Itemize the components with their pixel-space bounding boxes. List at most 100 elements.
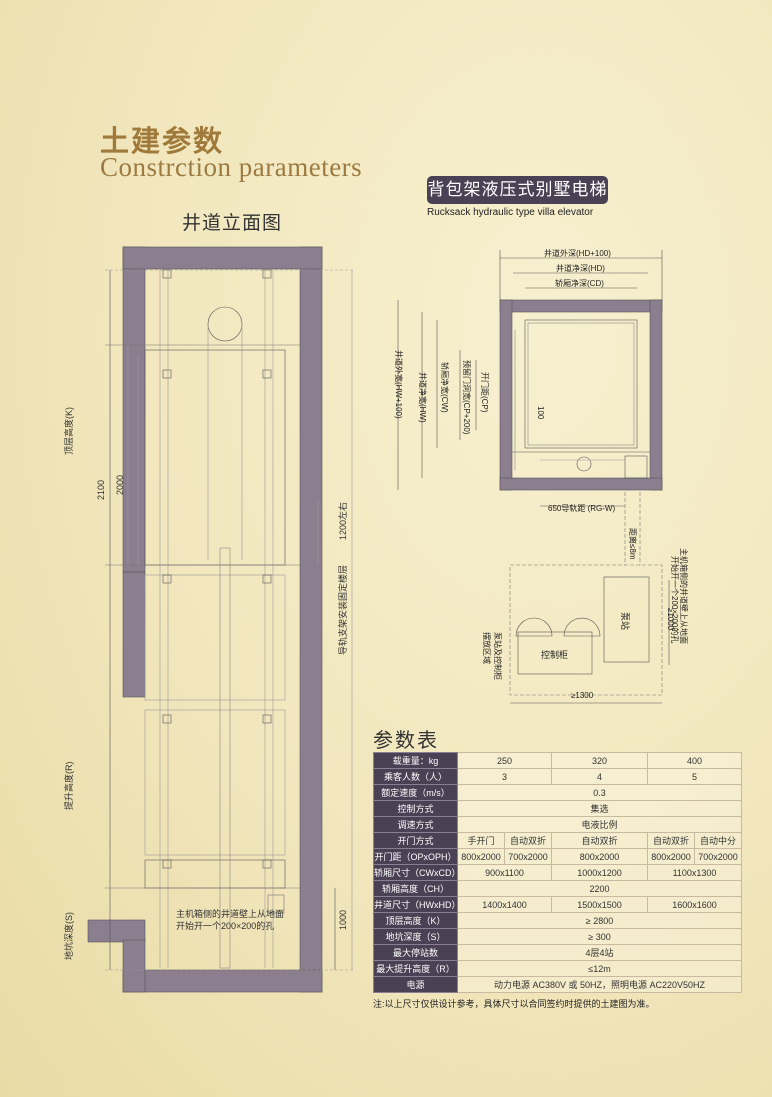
pump-label: 泵站 <box>620 612 631 630</box>
dim-cp: 开门距(CP) <box>480 372 490 413</box>
dim-top-height: 顶层高度(K) <box>63 407 74 455</box>
table-row: 控制方式集选 <box>373 800 742 817</box>
row-label: 井道尺寸（HWxHD） <box>373 896 458 913</box>
dim-2000: 2000 <box>115 475 125 495</box>
table-cell: 自动双折 <box>551 832 648 849</box>
table-cell: 2200 <box>457 880 742 897</box>
row-label: 开门距（OPxOPH） <box>373 848 458 865</box>
table-cell: 800x2000 <box>551 848 648 865</box>
rail-note: 导轨支架安装固定楼层 <box>337 565 348 655</box>
table-row: 地坑深度（S）≥ 300 <box>373 928 742 945</box>
table-cell: 3 <box>457 768 552 785</box>
table-cell: 1000x1200 <box>551 864 648 881</box>
params-note: 注:以上尺寸仅供设计参考，具体尺寸以合同签约时提供的土建图为准。 <box>373 999 655 1009</box>
table-row: 顶层高度（K）≥ 2800 <box>373 912 742 929</box>
dim-hd-outer: 井道外深(HD+100) <box>544 248 611 258</box>
table-row: 电源动力电源 AC380V 或 50HZ，照明电源 AC220V50HZ <box>373 976 742 993</box>
table-row: 轿厢高度（CH）2200 <box>373 880 742 897</box>
plan-hole-2: 开始开一个200×200的孔 <box>670 556 680 643</box>
row-label: 顶层高度（K） <box>373 912 458 929</box>
dim-hw: 井道净宽(HW) <box>418 372 428 423</box>
table-cell: ≥ 2800 <box>457 912 742 929</box>
params-title: 参数表 <box>373 730 439 752</box>
dim-travel: 提升高度(R) <box>63 762 74 811</box>
dim-1000: 1000 <box>338 910 348 930</box>
table-cell: 700x2000 <box>694 848 742 865</box>
dim-hw-outer: 井道外宽(HW+100) <box>394 350 404 419</box>
plan-labels: 井道外深(HD+100) 井道净深(HD) 轿厢净深(CD) 井道外宽(HW+1… <box>394 248 689 700</box>
hole-note-2: 开始开一个200×200的孔 <box>176 920 274 931</box>
elevation-labels: 顶层高度(K) 提升高度(R) 地坑深度(S) 2100 2000 1200左右… <box>63 407 348 960</box>
table-cell: 400 <box>647 752 742 769</box>
table-cell: 电液比例 <box>457 816 742 833</box>
plan-drawing <box>397 250 670 704</box>
row-label: 载重量：kg <box>373 752 458 769</box>
room-label-2: 摆放区域 <box>482 632 492 664</box>
row-label: 轿厢尺寸（CWxCD） <box>373 864 458 881</box>
dim-2100: 2100 <box>96 480 106 500</box>
dim-cd: 轿厢净深(CD) <box>555 278 604 288</box>
table-cell: 4层4站 <box>457 944 742 961</box>
room-label-1: 泵站及控制柜 <box>493 632 503 680</box>
dim-distance: 距离≤8m <box>628 528 638 560</box>
dim-1300: ≥1300 <box>571 691 594 700</box>
dim-1000: ≥1000 <box>666 608 675 631</box>
table-cell: ≥ 300 <box>457 928 742 945</box>
page-title-en: Constrction parameters <box>100 152 363 182</box>
table-row: 开门方式手开门自动双折自动双折自动双折自动中分 <box>373 832 742 849</box>
table-cell: 集选 <box>457 800 742 817</box>
elevation-drawing <box>87 246 355 993</box>
row-label: 额定速度（m/s） <box>373 784 458 801</box>
plan-hole-1: 主机箱侧的井道壁上从地面 <box>679 548 689 644</box>
table-cell: ≤12m <box>457 960 742 977</box>
dim-cw: 轿厢净宽(CW) <box>440 362 450 413</box>
dim-hd: 井道净深(HD) <box>556 263 605 273</box>
table-cell: 900x1100 <box>457 864 552 881</box>
hole-note-1: 主机箱侧的井道壁上从地面 <box>176 908 284 919</box>
dim-100: 100 <box>536 406 545 420</box>
table-cell: 1600x1600 <box>647 896 742 913</box>
table-row: 调速方式电液比例 <box>373 816 742 833</box>
table-cell: 手开门 <box>457 832 505 849</box>
table-cell: 0.3 <box>457 784 742 801</box>
row-label: 最大停站数 <box>373 944 458 961</box>
row-label: 轿厢高度（CH） <box>373 880 458 897</box>
table-cell: 自动双折 <box>504 832 552 849</box>
row-label: 调速方式 <box>373 816 458 833</box>
table-row: 额定速度（m/s）0.3 <box>373 784 742 801</box>
dim-cp-outer: 预留门洞宽(CP+200) <box>462 360 472 435</box>
row-label: 电源 <box>373 976 458 993</box>
table-cell: 自动中分 <box>694 832 742 849</box>
row-label: 最大提升高度（R） <box>373 960 458 977</box>
table-cell: 5 <box>647 768 742 785</box>
table-cell: 1100x1300 <box>647 864 742 881</box>
row-label: 开门方式 <box>373 832 458 849</box>
table-cell: 动力电源 AC380V 或 50HZ，照明电源 AC220V50HZ <box>457 976 742 993</box>
row-label: 乘客人数（人） <box>373 768 458 785</box>
dim-rail: 650导轨距 (RG-W) <box>548 503 615 513</box>
page-title-cn: 土建参数 <box>100 126 225 158</box>
table-cell: 800x2000 <box>457 848 505 865</box>
table-cell: 1400x1400 <box>457 896 552 913</box>
table-cell: 250 <box>457 752 552 769</box>
row-label: 控制方式 <box>373 800 458 817</box>
row-label: 地坑深度（S） <box>373 928 458 945</box>
table-cell: 1500x1500 <box>551 896 648 913</box>
elevation-title: 井道立面图 <box>182 213 283 234</box>
table-cell: 4 <box>551 768 648 785</box>
product-badge: 背包架液压式别墅电梯 <box>427 176 608 204</box>
table-cell: 800x2000 <box>647 848 695 865</box>
table-cell: 自动双折 <box>647 832 695 849</box>
dim-1200: 1200左右 <box>337 502 348 540</box>
table-row: 最大提升高度（R）≤12m <box>373 960 742 977</box>
table-cell: 700x2000 <box>504 848 552 865</box>
table-cell: 320 <box>551 752 648 769</box>
